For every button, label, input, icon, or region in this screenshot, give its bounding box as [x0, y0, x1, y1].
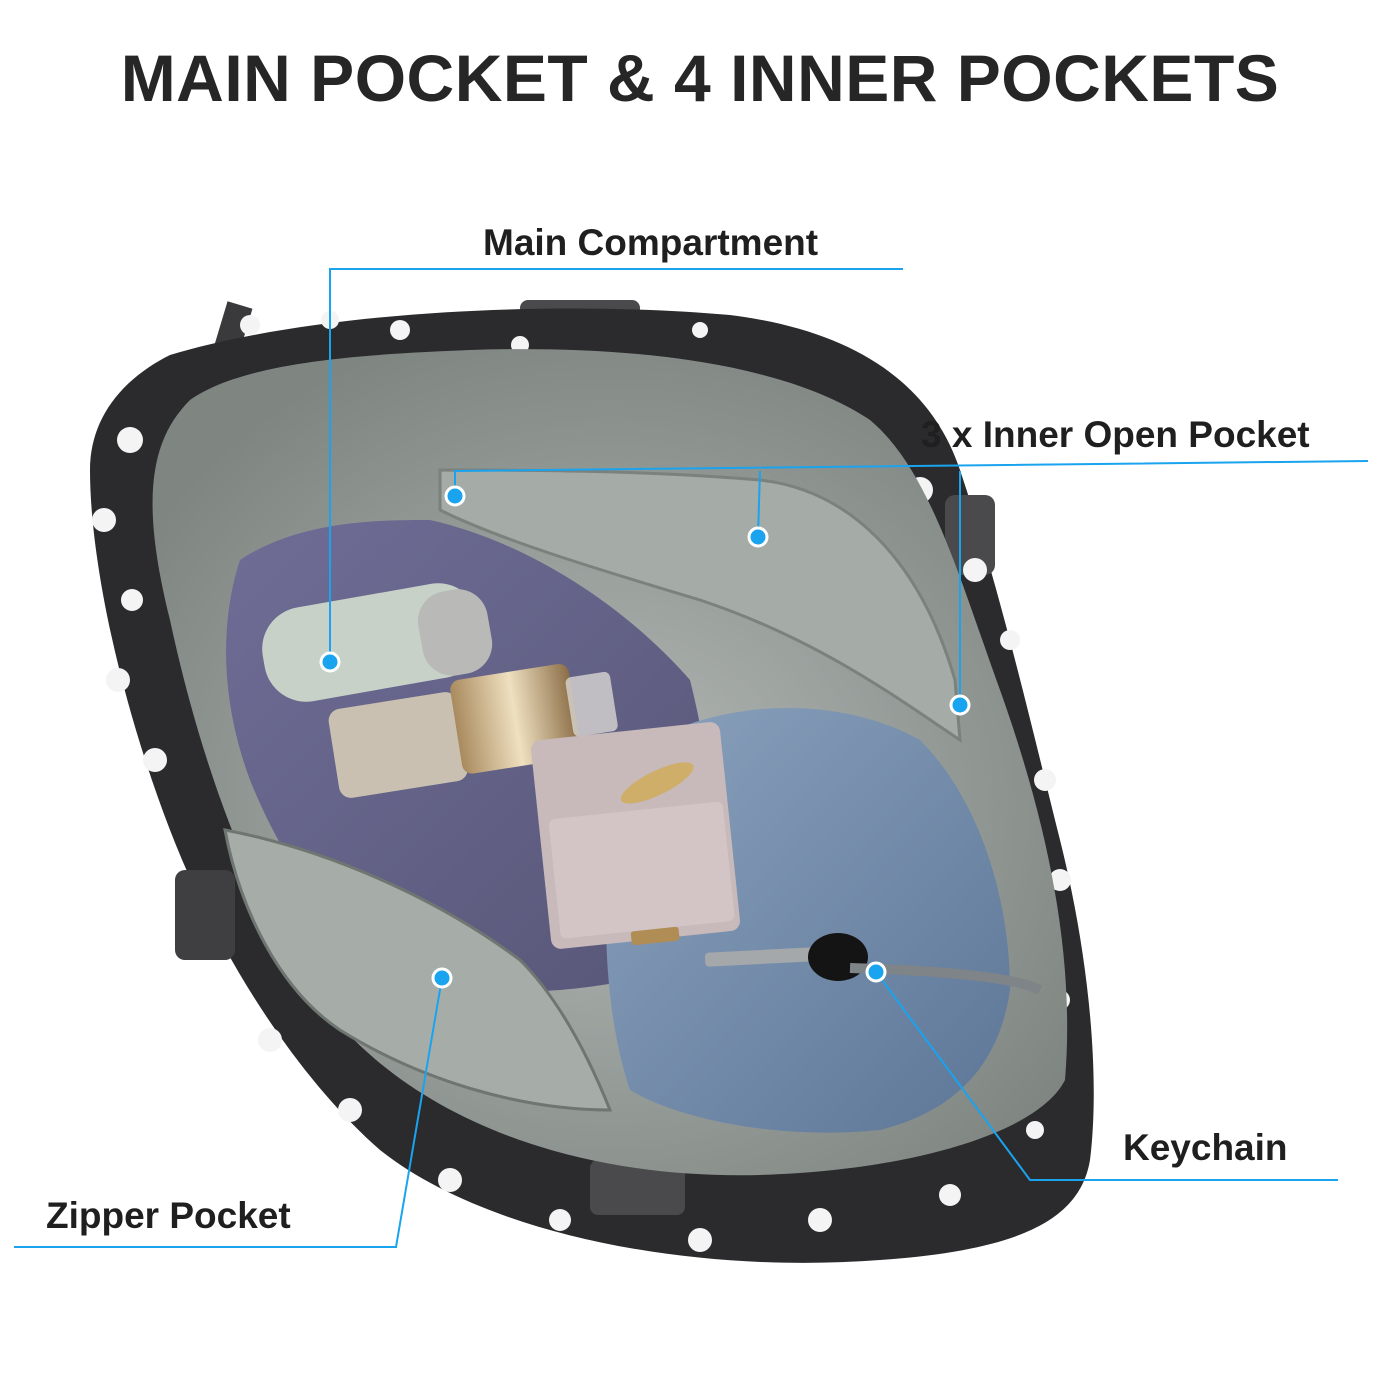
leader-inner-open-pocket-2 [757, 470, 761, 537]
wallet [531, 722, 741, 949]
page-title: MAIN POCKET & 4 INNER POCKETS [120, 41, 1280, 115]
side-handle-right [945, 495, 995, 575]
leader-zipper-pocket [14, 977, 443, 1248]
leader-keychain [875, 971, 1338, 1181]
dot-inner-pocket-1 [444, 485, 466, 507]
dot-inner-pocket-2 [747, 526, 769, 548]
zipper-pocket-panel [223, 828, 613, 1112]
leader-inner-open-pocket [454, 460, 1369, 496]
dot-zipper-pocket [431, 967, 453, 989]
label-main-compartment: Main Compartment [483, 222, 819, 263]
dot-inner-pocket-3 [949, 694, 971, 716]
side-handle-left [175, 870, 235, 960]
label-zipper-pocket: Zipper Pocket [46, 1195, 291, 1236]
label-keychain: Keychain [1123, 1127, 1288, 1168]
dot-keychain [865, 961, 887, 983]
bottom-strap [590, 1160, 685, 1215]
label-inner-open-pocket: 3 x Inner Open Pocket [921, 414, 1310, 455]
perfume-bottle [328, 663, 618, 798]
compact-case [262, 583, 493, 702]
leader-main-compartment [329, 268, 903, 660]
dot-main-compartment [319, 651, 341, 673]
